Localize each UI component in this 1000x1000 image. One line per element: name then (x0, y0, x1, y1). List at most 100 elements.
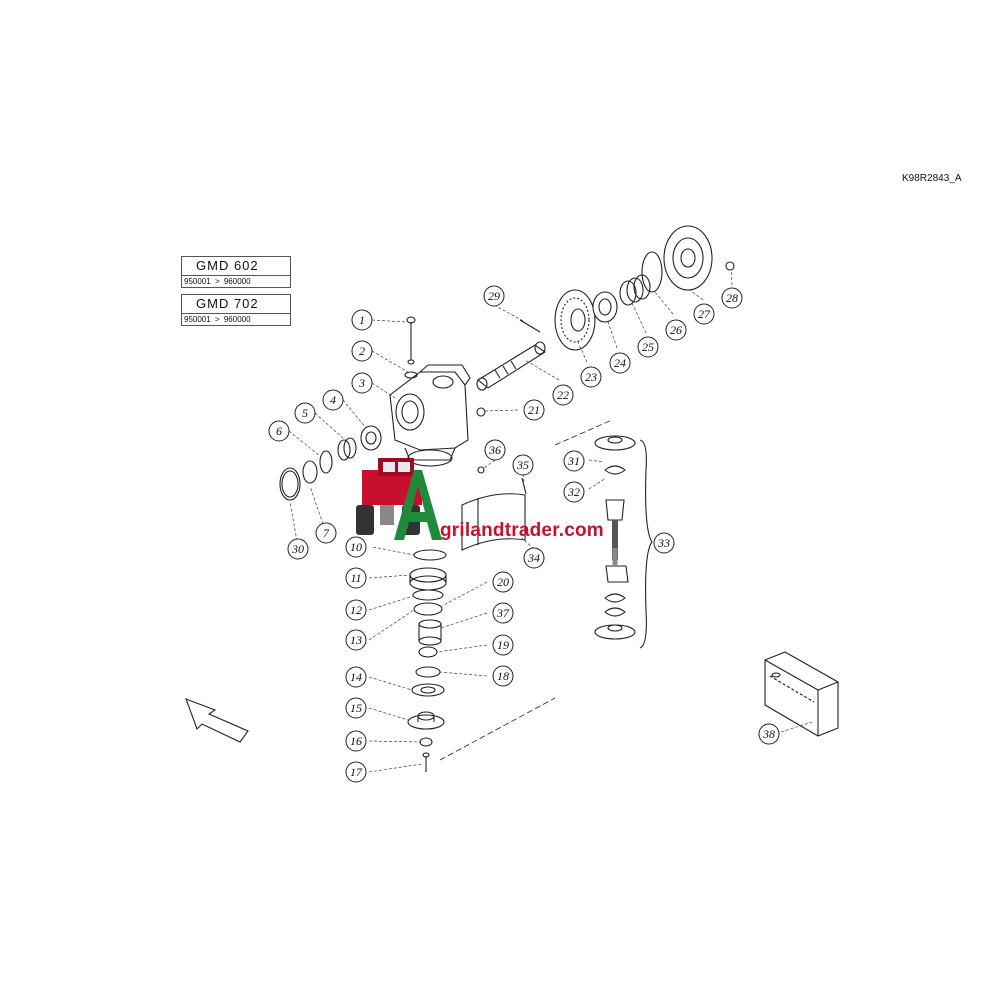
plug-28 (725, 261, 735, 271)
screw-35 (521, 477, 527, 495)
callout-circle (294, 402, 316, 424)
seal-10 (413, 549, 447, 561)
callout-3: 3 (351, 372, 373, 394)
callout-number: 19 (497, 638, 509, 652)
callout-number: 12 (350, 603, 362, 617)
callout-circle (322, 389, 344, 411)
snap-ring-30 (279, 467, 301, 501)
callout-number: 29 (488, 289, 500, 303)
spacer-37 (418, 619, 442, 646)
callout-number: 33 (657, 536, 670, 550)
callout-number: 25 (642, 340, 654, 354)
circlip-26 (641, 251, 663, 293)
callout-23: 23 (580, 366, 602, 388)
callout-number: 38 (762, 727, 775, 741)
callout-circle (351, 340, 373, 362)
callout-circle (345, 536, 367, 558)
callout-number: 6 (276, 424, 282, 438)
callout-circle (345, 599, 367, 621)
shims-25 (619, 274, 651, 306)
callout-number: 35 (516, 458, 529, 472)
callout-11: 11 (345, 567, 367, 589)
circlip-6 (319, 450, 333, 474)
callout-number: 26 (670, 323, 682, 337)
flange-15 (407, 711, 445, 730)
callout-number: 21 (528, 403, 540, 417)
callout-28: 28 (721, 287, 743, 309)
washer-16 (419, 737, 433, 747)
callout-10: 10 (345, 536, 367, 558)
callout-circle (653, 532, 675, 554)
callout-38: 38 (758, 723, 780, 745)
seal-18 (415, 666, 441, 678)
callout-circle (351, 372, 373, 394)
callout-37: 37 (492, 602, 514, 624)
callout-1: 1 (351, 309, 373, 331)
callout-circle (345, 730, 367, 752)
model-box-gmd-702: GMD 702 950001 > 960000 (181, 294, 291, 326)
callout-circle (345, 697, 367, 719)
model-name: GMD 702 (182, 295, 290, 314)
watermark-letter-a (394, 470, 442, 540)
callout-number: 31 (567, 454, 580, 468)
callout-number: 3 (358, 376, 365, 390)
callout-21: 21 (523, 399, 545, 421)
callout-circle (758, 723, 780, 745)
callout-number: 20 (497, 575, 509, 589)
model-name: GMD 602 (182, 257, 290, 276)
callout-5: 5 (294, 402, 316, 424)
decal-kit-box (764, 651, 839, 737)
callout-circle (287, 538, 309, 560)
callout-15: 15 (345, 697, 367, 719)
input-shaft (476, 341, 546, 391)
callout-circle (563, 450, 585, 472)
shim-12 (412, 589, 444, 601)
callout-13: 13 (345, 629, 367, 651)
callout-34: 34 (523, 547, 545, 569)
callout-circle (721, 287, 743, 309)
callout-7: 7 (315, 522, 337, 544)
callout-number: 36 (488, 443, 501, 457)
callout-30: 30 (287, 538, 309, 560)
callout-number: 2 (359, 344, 365, 358)
guard-34 (461, 493, 526, 551)
callout-number: 28 (726, 291, 738, 305)
callout-circle (492, 634, 514, 656)
callout-number: 4 (330, 393, 336, 407)
callout-number: 24 (614, 356, 626, 370)
callout-circle (523, 547, 545, 569)
plug-21 (476, 407, 486, 417)
callout-circle (563, 481, 585, 503)
callout-circle (345, 761, 367, 783)
callout-circle (345, 666, 367, 688)
callout-number: 34 (527, 551, 540, 565)
callout-33: 33 (653, 532, 675, 554)
callout-circle (609, 352, 631, 374)
callout-circle (637, 336, 659, 358)
callout-number: 1 (359, 313, 365, 327)
callout-circle (345, 567, 367, 589)
key-29 (519, 319, 541, 333)
callout-circle (484, 439, 506, 461)
callout-2: 2 (351, 340, 373, 362)
seal-19 (418, 646, 438, 658)
callout-number: 37 (496, 606, 510, 620)
callout-circle (665, 319, 687, 341)
bearing-24 (592, 291, 618, 323)
breather-plug (406, 316, 416, 365)
callout-circle (523, 399, 545, 421)
serial-range: 950001 > 960000 (184, 315, 251, 324)
watermark-text: grilandtrader.com (440, 520, 604, 541)
o-ring (404, 371, 418, 379)
callout-circle (512, 454, 534, 476)
callout-26: 26 (665, 319, 687, 341)
callout-number: 17 (350, 765, 363, 779)
cover-27 (663, 225, 713, 291)
bolt-17 (422, 752, 430, 772)
callout-number: 23 (585, 370, 597, 384)
callout-circle (315, 522, 337, 544)
direction-arrow-icon (185, 698, 249, 743)
callout-circle (351, 309, 373, 331)
gearbox-housing (389, 364, 471, 467)
